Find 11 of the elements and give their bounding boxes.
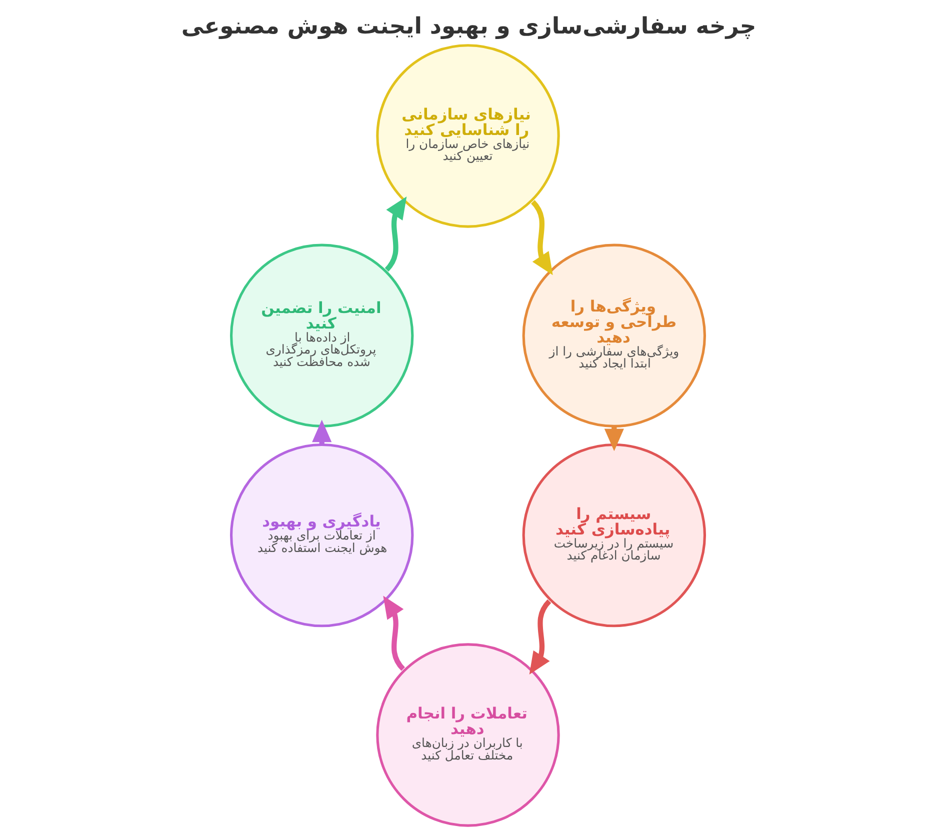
node-circle: امنیت را تضمین کنید از داده‌ها با پروتکل‌های رمزگذاری شده محافظت کنید: [230, 244, 414, 428]
node-circle: یادگیری و بهبود از تعاملات برای بهبود هوش ایجنت استفاده کنید: [230, 443, 414, 628]
arrow: [529, 600, 552, 674]
diagram-title: چرخه سفارشی‌سازی و بهبود ایجنت هوش مصنوعی: [181, 14, 756, 40]
node-circle: ویژگی‌ها را طراحی و توسعه دهید ویژگی‌های سفارشی را از ابتدا ایجاد کنید: [522, 244, 706, 428]
arrow: [383, 596, 406, 671]
arrow: [530, 200, 553, 276]
arrow: [384, 196, 407, 272]
node-circle: سیستم را پیاده‌سازی کنید سیستم را در زیرساخت سازمان ادغام کنید: [522, 443, 706, 628]
node-circle: نیازهای سازمانی را شناسایی کنید نیازهای خاص سازمان را تعیین کنید: [376, 44, 560, 228]
node-circle: تعاملات را انجام دهید با کاربران در زبان‌های مختلف تعامل کنید: [376, 643, 560, 827]
